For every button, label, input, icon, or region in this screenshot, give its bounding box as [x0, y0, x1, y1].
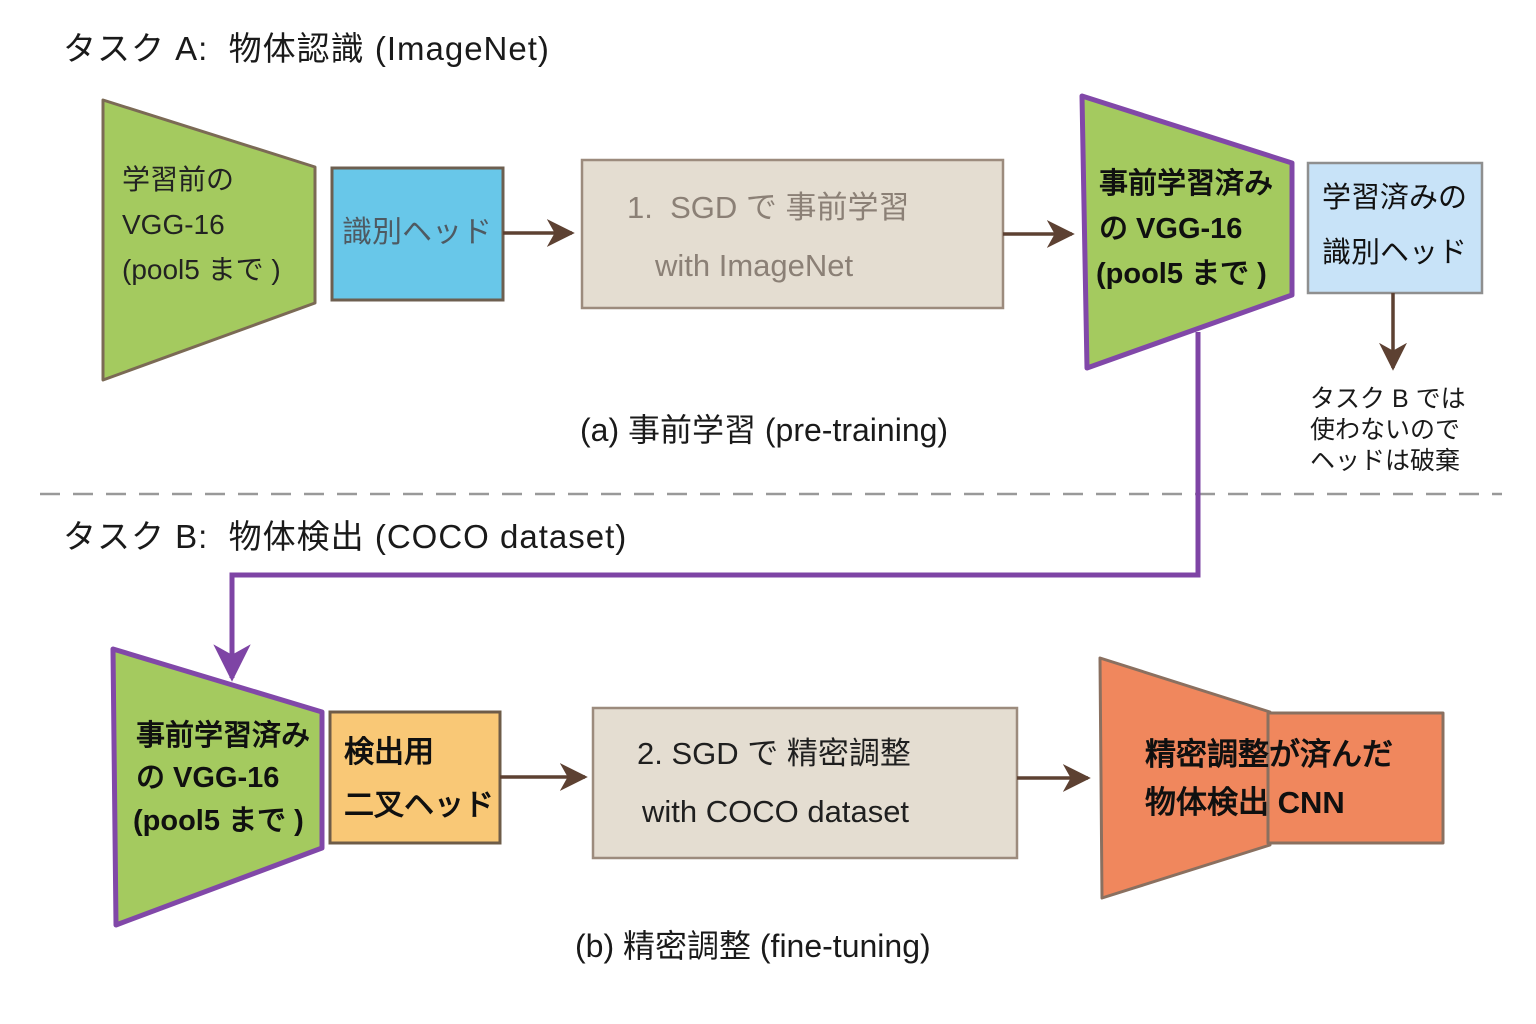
task-b-title: タスク B: 物体検出 (COCO dataset): [63, 518, 628, 555]
finetuned-cnn-label-line1: 精密調整が済んだ: [1145, 737, 1393, 772]
classification-head-box: [330, 166, 505, 302]
untrained-backbone-label-line3: (pool5 まで ): [122, 254, 281, 285]
finetuned-cnn-rect: [1266, 711, 1445, 845]
pretrained-backbone-label-line3: (pool5 まで ): [1096, 258, 1267, 290]
caption-finetuning: (b) 精密調整 (fine-tuning): [575, 928, 931, 964]
caption-pretraining: (a) 事前学習 (pre-training): [580, 412, 949, 448]
task-a-title: タスク A: 物体認識 (ImageNet): [63, 30, 550, 67]
pretrained-backbone-label-line1: 事前学習済み: [1099, 168, 1274, 200]
discard-note-line2: 使わないので: [1310, 416, 1461, 444]
detection-head-label-line2: 二叉ヘッド: [344, 789, 494, 822]
pretrain-process-line2: with ImageNet: [655, 248, 854, 283]
pretrain-process-line1: 1. SGD で 事前学習: [627, 190, 910, 225]
finetune-process-line1: 2. SGD で 精密調整: [637, 736, 911, 771]
detection-head-box: [328, 710, 502, 845]
pretrained-backbone-label-line2: の VGG-16: [1099, 213, 1243, 245]
pretrained-backbone-shape-b: [110, 646, 325, 928]
untrained-backbone-label-line2: VGG-16: [122, 209, 225, 240]
classification-head-label: 識別ヘッド: [342, 216, 492, 249]
trained-head-label-line1: 学習済みの: [1322, 182, 1468, 214]
pretrained-backbone-b-label-line1: 事前学習済み: [136, 720, 311, 752]
trained-head-label-line2: 識別ヘッド: [1322, 237, 1468, 269]
finetune-process-line2: with COCO dataset: [642, 794, 910, 829]
pretrained-backbone-b-label-line2: の VGG-16: [136, 762, 280, 794]
finetune-process-box: [591, 706, 1019, 860]
discard-note-line3: ヘッドは破棄: [1310, 447, 1461, 475]
finetuned-cnn-label-line2: 物体検出 CNN: [1145, 785, 1345, 820]
trained-head-box: [1306, 161, 1484, 295]
untrained-backbone-shape: [101, 98, 317, 382]
weight-transfer-arrow: [213, 332, 1201, 682]
pretrained-backbone-b-label-line3: (pool5 まで ): [133, 805, 304, 837]
untrained-backbone-label-line1: 学習前の: [122, 164, 235, 195]
pretrained-backbone-shape: [1079, 93, 1295, 371]
pretrain-process-box: [580, 158, 1005, 310]
discard-note-line1: タスク B では: [1310, 385, 1466, 413]
finetuned-cnn-trapezoid: [1098, 656, 1272, 900]
detection-head-label-line1: 検出用: [344, 736, 434, 769]
